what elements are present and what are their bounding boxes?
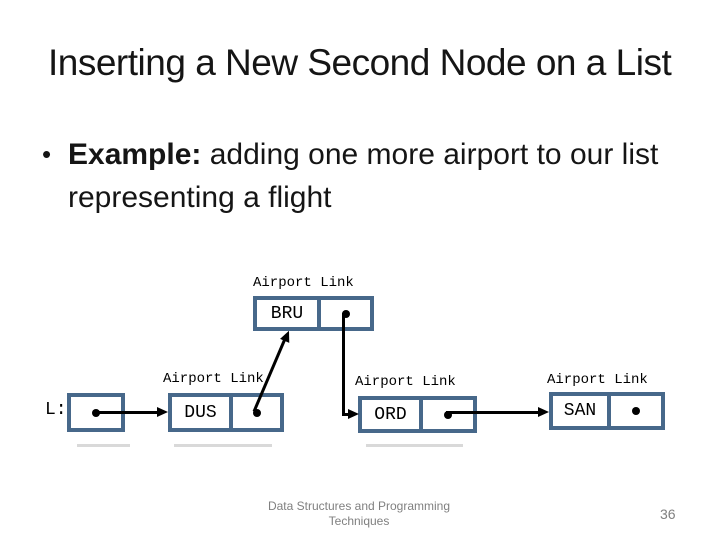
list-pointer-label: L:	[45, 400, 67, 420]
node-dus-pointer-dot	[252, 408, 261, 417]
list-pointer-dot	[92, 408, 100, 417]
arrow-bru-to-ord-head	[348, 409, 359, 419]
node-san-header: Airport Link	[547, 372, 648, 388]
node-bru-link-cell	[321, 300, 370, 327]
arrow-bru-to-ord-stub	[342, 413, 350, 416]
node-dus-box: DUS	[168, 393, 284, 432]
list-pointer-cell	[71, 397, 121, 428]
arrow-dus-to-bru-head	[279, 328, 294, 343]
node-ord-header: Airport Link	[355, 374, 456, 390]
node-dus-value: DUS	[172, 397, 233, 428]
arrow-ord-to-san-head	[538, 407, 549, 417]
node-dus-header: Airport Link	[163, 371, 264, 387]
bullet-rest: adding one more airport to our list repr…	[68, 138, 659, 214]
node-ord-pointer-dot	[444, 410, 452, 419]
node-san-pointer-dot	[632, 407, 640, 415]
page-number: 36	[660, 506, 676, 522]
arrow-l-to-dus-line	[97, 411, 158, 414]
node-dus-link-cell	[233, 397, 280, 428]
footer-text: Data Structures and Programming Techniqu…	[259, 499, 459, 529]
footer-line2: Techniques	[328, 514, 390, 528]
node-bru-value: BRU	[257, 300, 321, 327]
page-title: Inserting a New Second Node on a List	[48, 42, 672, 83]
shadow-under-l-box	[77, 444, 130, 447]
arrow-ord-to-san-line	[446, 411, 539, 414]
shadow-under-dus-box	[174, 444, 272, 447]
bullet-marker: •	[42, 139, 52, 169]
node-bru-pointer-dot	[341, 309, 350, 318]
shadow-under-ord-box	[366, 444, 463, 447]
bullet-lead: Example:	[68, 138, 202, 171]
node-ord-link-cell	[423, 400, 473, 429]
arrow-l-to-dus-head	[157, 407, 168, 417]
node-ord-box: ORD	[358, 396, 477, 433]
footer-line1: Data Structures and Programming	[267, 499, 451, 513]
node-san-value: SAN	[553, 396, 611, 426]
arrow-bru-to-ord-vline	[342, 313, 345, 415]
node-bru-box: BRU	[253, 296, 374, 331]
node-bru-header: Airport Link	[253, 275, 354, 291]
node-san-link-cell	[611, 396, 661, 426]
node-ord-value: ORD	[362, 400, 423, 429]
bullet-item: • Example: adding one more airport to ou…	[42, 133, 693, 219]
node-san-box: SAN	[549, 392, 665, 430]
bullet-text: Example: adding one more airport to our …	[68, 133, 693, 219]
